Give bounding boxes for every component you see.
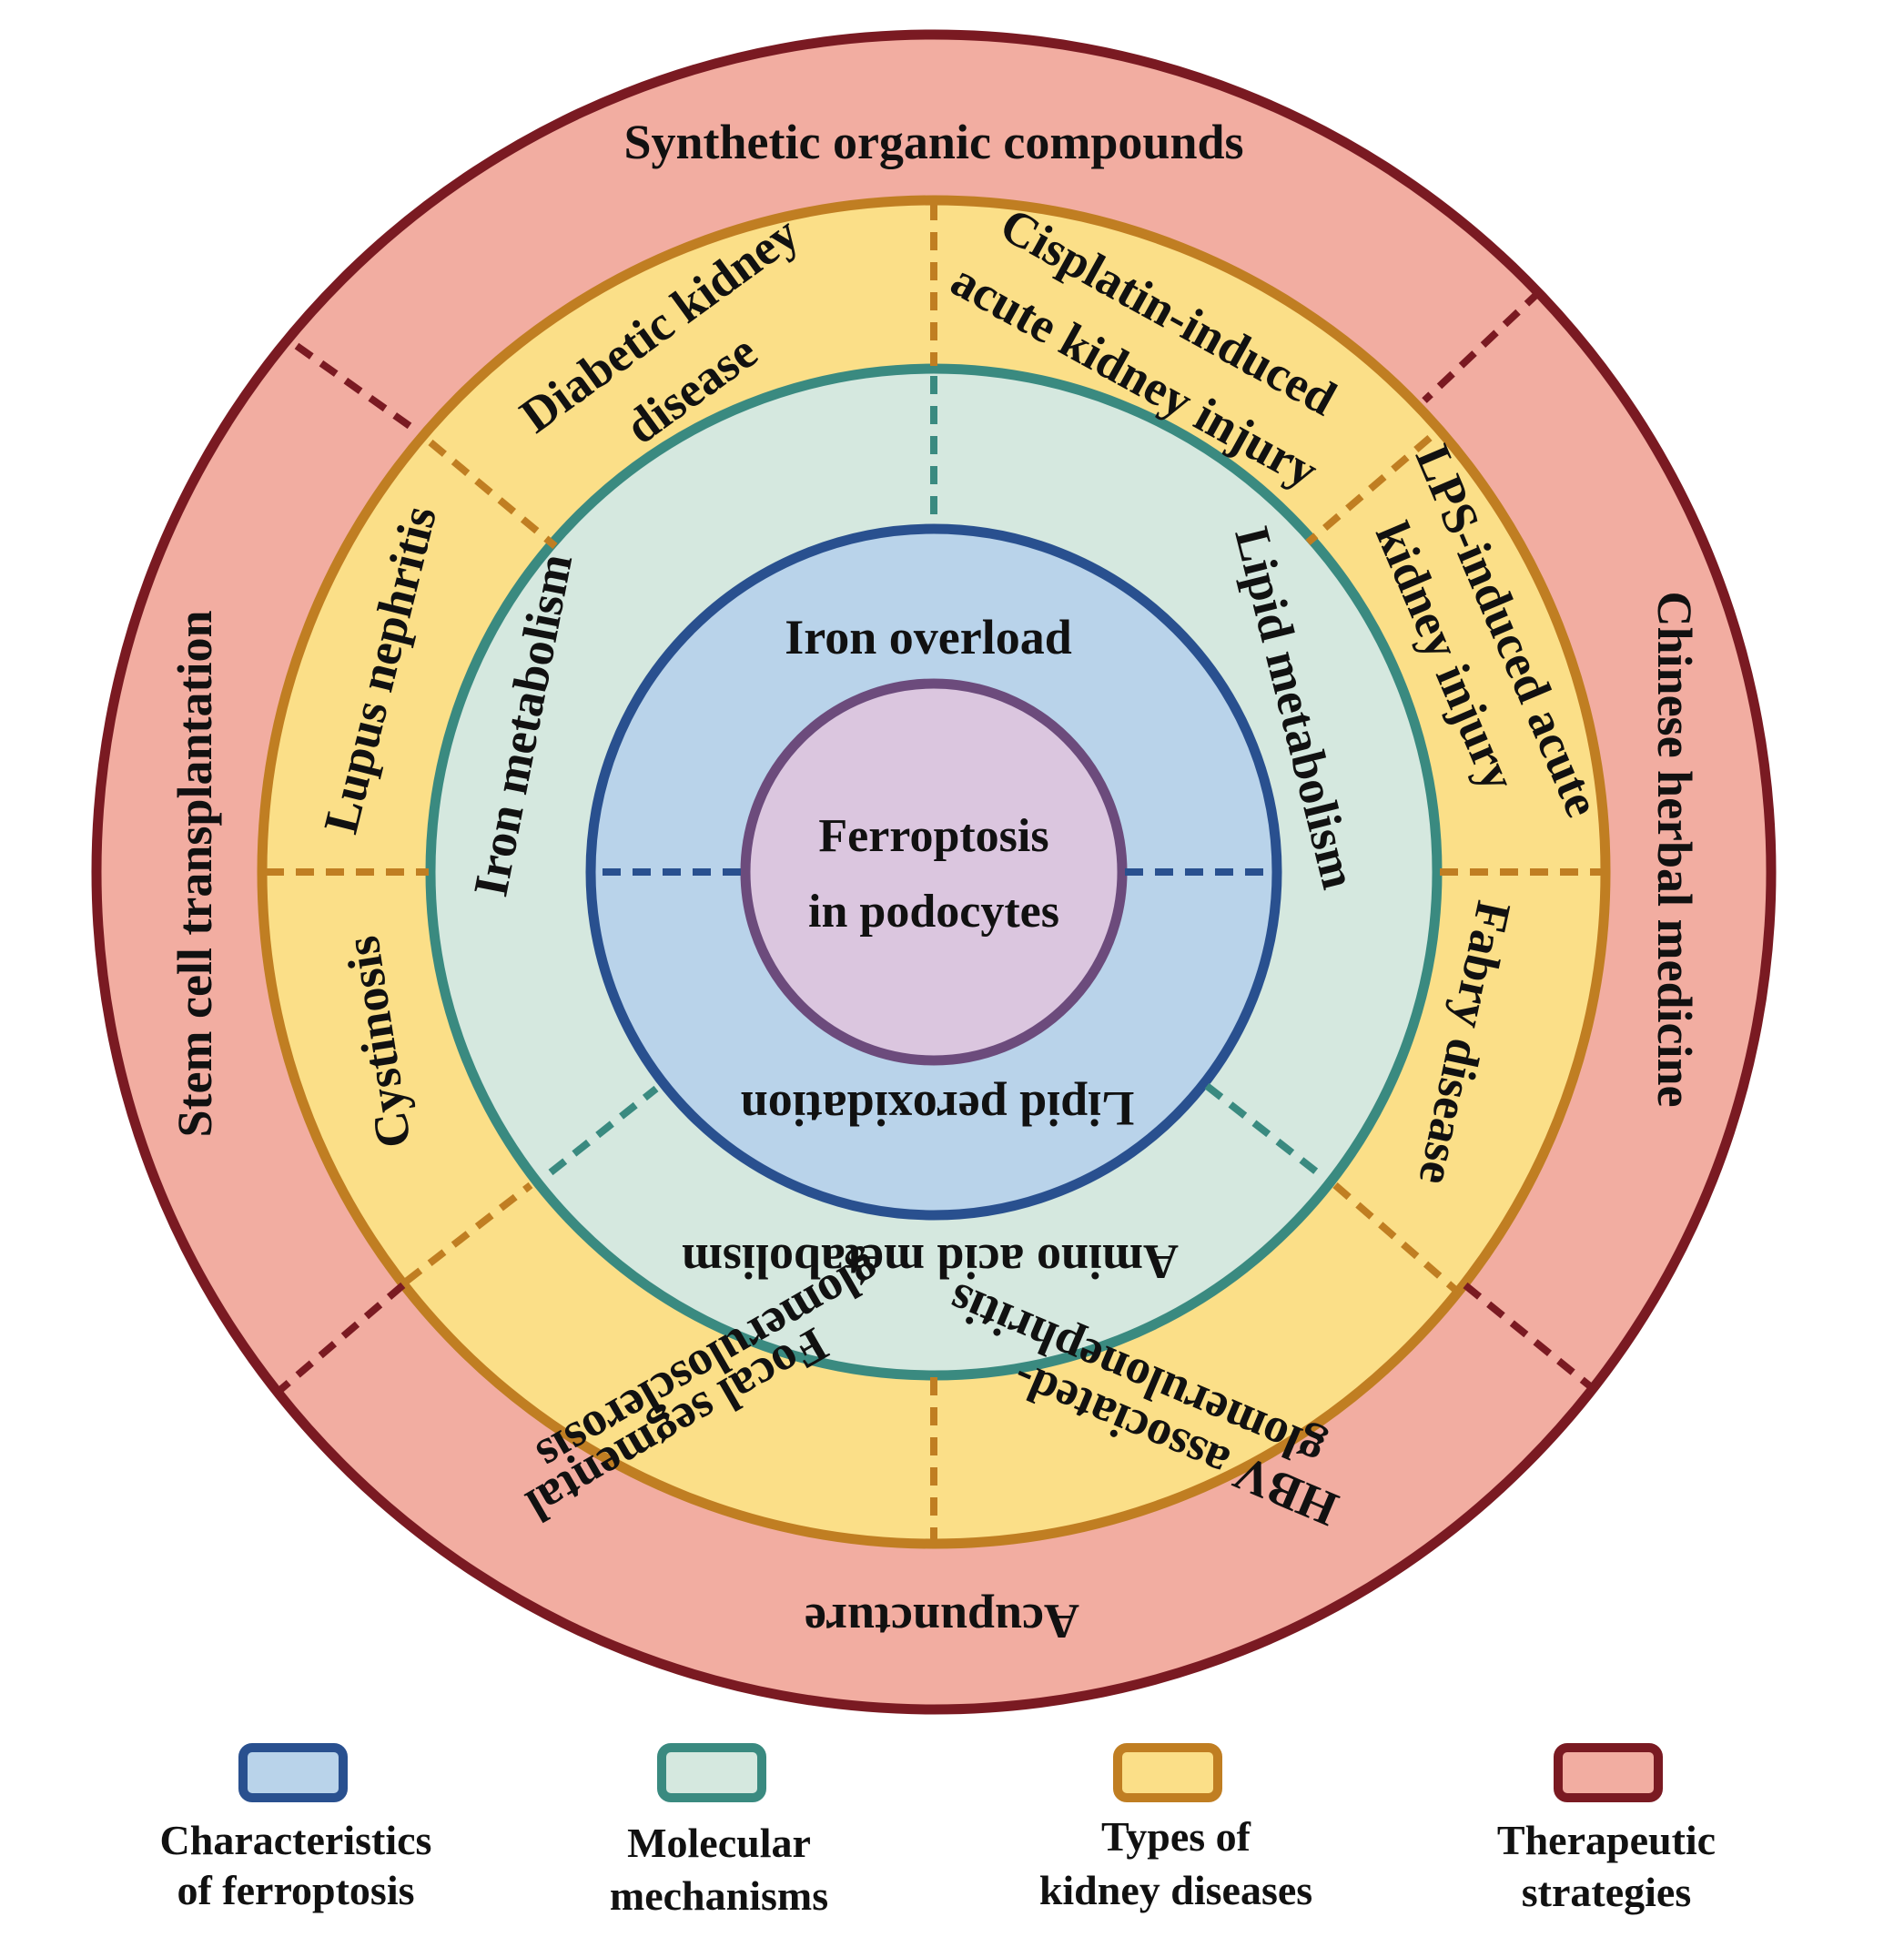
label-lipid-peroxidation: Lipid peroxidation <box>741 1081 1135 1136</box>
label-stem-cell-transplantation: Stem cell transplantation <box>167 611 222 1138</box>
legend-label-diseases-line1: Types of <box>1101 1813 1251 1860</box>
center-circle <box>740 678 1128 1066</box>
legend-label-diseases-line2: kidney diseases <box>1039 1867 1312 1913</box>
legend-label-mechanisms-line1: Molecular <box>627 1820 811 1866</box>
legend-label-mechanisms-line2: mechanisms <box>610 1872 828 1919</box>
legend-label-characteristics-line2: of ferroptosis <box>177 1867 414 1913</box>
legend-swatch-strategies <box>1554 1743 1663 1802</box>
label-synthetic-organic-compounds: Synthetic organic compounds <box>623 115 1243 169</box>
mechanism-dividers <box>548 376 1319 1176</box>
legend-label-strategies-line1: Therapeutic <box>1497 1817 1716 1863</box>
center-label-line1: Ferroptosis <box>818 810 1048 862</box>
mechanism-divider-lower-left <box>548 1085 659 1176</box>
label-amino-acid-metabolism: Amino acid metabolism <box>682 1234 1179 1289</box>
legend-swatch-diseases <box>1113 1743 1222 1802</box>
disease-dividers <box>266 202 1602 1542</box>
mechanism-divider-lower-right <box>1204 1082 1319 1175</box>
label-chinese-herbal-medicine: Chinese herbal medicine <box>1647 592 1702 1108</box>
legend: Characteristics of ferroptosis Molecular… <box>160 1743 1716 1919</box>
legend-swatch-mechanisms <box>657 1743 766 1802</box>
strategy-divider-upper-left <box>294 342 421 436</box>
legend-label-characteristics-line1: Characteristics <box>160 1817 432 1863</box>
label-iron-overload: Iron overload <box>785 610 1072 664</box>
strategy-divider-upper-right <box>1422 289 1543 403</box>
legend-swatch-characteristics <box>238 1743 348 1802</box>
disease-divider-lower-left <box>403 1181 533 1285</box>
disease-divider-lower-right <box>1332 1181 1457 1293</box>
strategy-dividers <box>272 289 1606 1401</box>
disease-divider-upper-left <box>428 439 558 550</box>
disease-divider-upper-right <box>1305 434 1433 546</box>
legend-label-strategies-line2: strategies <box>1522 1869 1691 1915</box>
center-label-line2: in podocytes <box>808 886 1059 938</box>
label-acupuncture: Acupuncture <box>805 1594 1079 1648</box>
